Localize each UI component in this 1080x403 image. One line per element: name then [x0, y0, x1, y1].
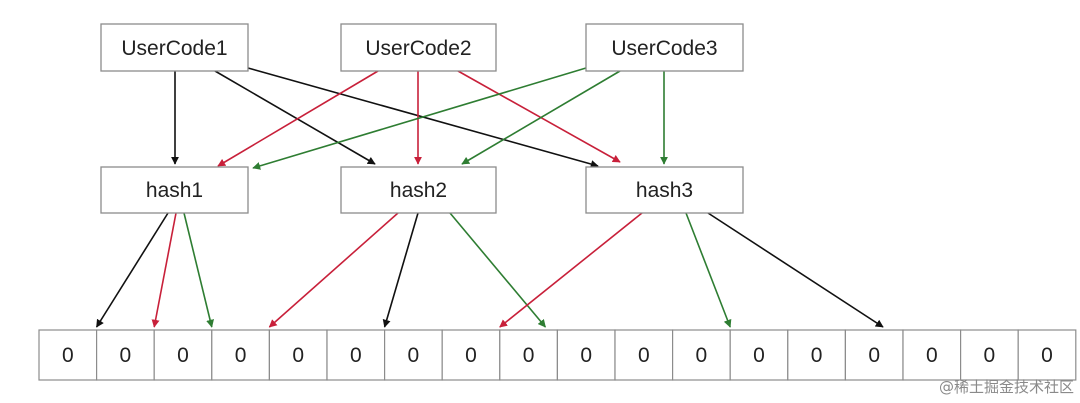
- bit-cell-box: [556, 329, 616, 381]
- edge-h1-to-bit-2: [151, 212, 177, 328]
- bit-value: 0: [235, 344, 247, 367]
- hash-node-3: hash3: [585, 166, 744, 214]
- bit-cell: 0: [959, 329, 1019, 381]
- bit-cell-box: [902, 329, 962, 381]
- bit-cell-box: [729, 329, 789, 381]
- hash-box-1: [100, 166, 249, 214]
- bit-value: 0: [408, 344, 420, 367]
- bit-value: 0: [292, 344, 304, 367]
- bit-cell: 0: [556, 329, 616, 381]
- bit-cell: 0: [268, 329, 328, 381]
- bit-cell: 0: [1017, 329, 1077, 381]
- bit-cell: 0: [902, 329, 962, 381]
- bit-cell: 0: [844, 329, 904, 381]
- edge-u3-to-h2: [461, 70, 621, 165]
- edge-h3-to-bit-12: [685, 212, 732, 328]
- bit-value: 0: [465, 344, 477, 367]
- user-code-node-2: UserCode2: [340, 23, 497, 72]
- user-code-node-1: UserCode1: [100, 23, 249, 72]
- hash-row: hash1 hash2 hash3: [100, 166, 744, 214]
- bit-value: 0: [120, 344, 132, 367]
- bit-cell-box: [211, 329, 271, 381]
- bit-cell: 0: [787, 329, 846, 381]
- hash-node-1: hash1: [100, 166, 249, 214]
- bit-value: 0: [62, 344, 74, 367]
- edge-u1-to-h2: [214, 70, 376, 165]
- user-code-label-3: UserCode3: [611, 37, 717, 60]
- bit-value: 0: [1041, 344, 1053, 367]
- hash-box-3: [585, 166, 744, 214]
- hash-box-2: [340, 166, 497, 214]
- user-code-label-1: UserCode1: [121, 37, 227, 60]
- edge-h3-to-bit-8: [499, 212, 643, 328]
- user-code-box-1: [100, 23, 249, 72]
- bit-cell-box: [614, 329, 674, 381]
- bit-array: 0 0 0 0 0 0 0 0 0 0 0 0 0 0 0 0 0 0: [38, 329, 1077, 381]
- bit-value: 0: [868, 344, 880, 367]
- bit-cell: 0: [153, 329, 213, 381]
- bit-cell-box: [326, 329, 386, 381]
- bit-cell-box: [844, 329, 904, 381]
- bit-cell: 0: [384, 329, 443, 381]
- bit-cell: 0: [729, 329, 789, 381]
- user-code-row: UserCode1 UserCode2 UserCode3: [100, 23, 744, 72]
- bit-cell: 0: [95, 329, 155, 381]
- bit-cell-box: [1017, 329, 1077, 381]
- bit-cell: 0: [211, 329, 271, 381]
- bit-cell: 0: [441, 329, 501, 381]
- edge-h2-to-bit-6: [382, 212, 419, 328]
- bit-cell: 0: [38, 329, 98, 381]
- hash-node-2: hash2: [340, 166, 497, 214]
- bit-cell-box: [95, 329, 155, 381]
- bit-value: 0: [926, 344, 938, 367]
- hash-label-3: hash3: [636, 179, 693, 202]
- bit-value: 0: [638, 344, 650, 367]
- edges-layer: [95, 67, 884, 328]
- edge-h2-to-bit-9: [449, 212, 547, 328]
- user-code-box-2: [340, 23, 497, 72]
- bit-cell: 0: [326, 329, 386, 381]
- bit-cell-box: [671, 329, 731, 381]
- bit-value: 0: [523, 344, 535, 367]
- bit-cell: 0: [671, 329, 731, 381]
- bit-value: 0: [753, 344, 765, 367]
- edge-h3-to-bit-15: [707, 212, 884, 328]
- bit-cell-box: [959, 329, 1019, 381]
- bit-cell-box: [499, 329, 558, 381]
- edge-u3-to-h1: [252, 67, 587, 170]
- bit-cell: 0: [614, 329, 674, 381]
- hash-label-2: hash2: [390, 179, 447, 202]
- bit-value: 0: [696, 344, 708, 367]
- bit-cell-box: [441, 329, 501, 381]
- edge-h1-to-bit-3: [183, 212, 214, 328]
- bit-cell-box: [384, 329, 443, 381]
- edge-h1-to-bit-1: [95, 212, 169, 328]
- user-code-node-3: UserCode3: [585, 23, 744, 72]
- bit-cell: 0: [499, 329, 558, 381]
- bit-value: 0: [177, 344, 189, 367]
- edge-u2-to-h1: [217, 70, 379, 167]
- edge-h2-to-bit-4: [268, 212, 399, 328]
- hash-label-1: hash1: [146, 179, 203, 202]
- watermark: @稀土掘金技术社区: [938, 378, 1074, 396]
- bit-value: 0: [811, 344, 823, 367]
- bit-value: 0: [984, 344, 996, 367]
- user-code-box-3: [585, 23, 744, 72]
- bit-cell-box: [787, 329, 846, 381]
- bit-value: 0: [580, 344, 592, 367]
- bit-value: 0: [350, 344, 362, 367]
- user-code-label-2: UserCode2: [365, 37, 471, 60]
- edge-u2-to-h3: [457, 70, 621, 163]
